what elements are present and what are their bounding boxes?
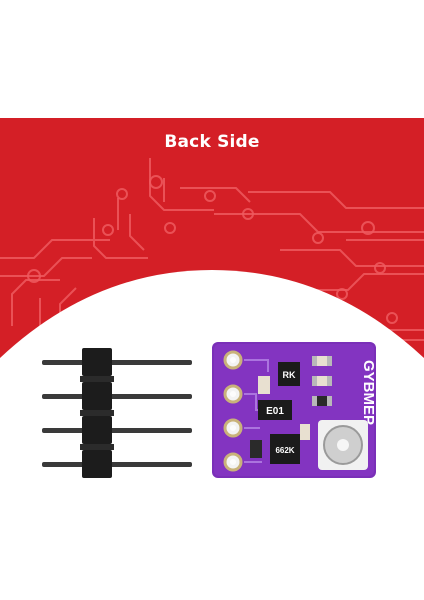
regulator-ic [258, 400, 292, 420]
chip-marking-rk: RK [283, 370, 296, 380]
pin-row-1 [42, 348, 192, 376]
pin-row-4 [42, 450, 192, 478]
transistor-chip [278, 362, 300, 386]
chip-marking-662k: 662K [275, 446, 294, 455]
sensor-board: RK E01 662K [212, 342, 377, 478]
pin-header [42, 348, 192, 478]
board-brand-text: GYBMEP [360, 360, 377, 425]
pin-row-3 [42, 416, 192, 444]
passive-components [250, 356, 332, 458]
chip-marking-e01: E01 [266, 406, 284, 417]
level-shifter-ic [270, 434, 300, 464]
pin-row-2 [42, 382, 192, 410]
section-title: Back Side [164, 132, 260, 152]
